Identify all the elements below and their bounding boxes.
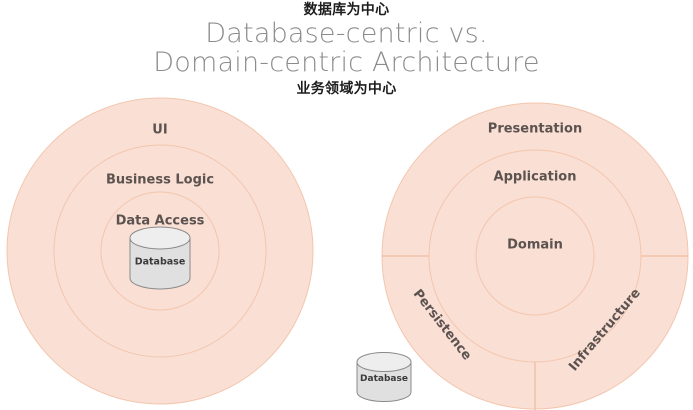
standalone-database-cylinder-top: [356, 352, 412, 372]
standalone-database-cylinder: [356, 352, 412, 402]
left-database-cylinder-top: [129, 226, 191, 250]
left-database-cylinder: [129, 226, 191, 290]
right-architecture-circles: [381, 102, 689, 410]
right-ring-domain: [475, 196, 595, 316]
